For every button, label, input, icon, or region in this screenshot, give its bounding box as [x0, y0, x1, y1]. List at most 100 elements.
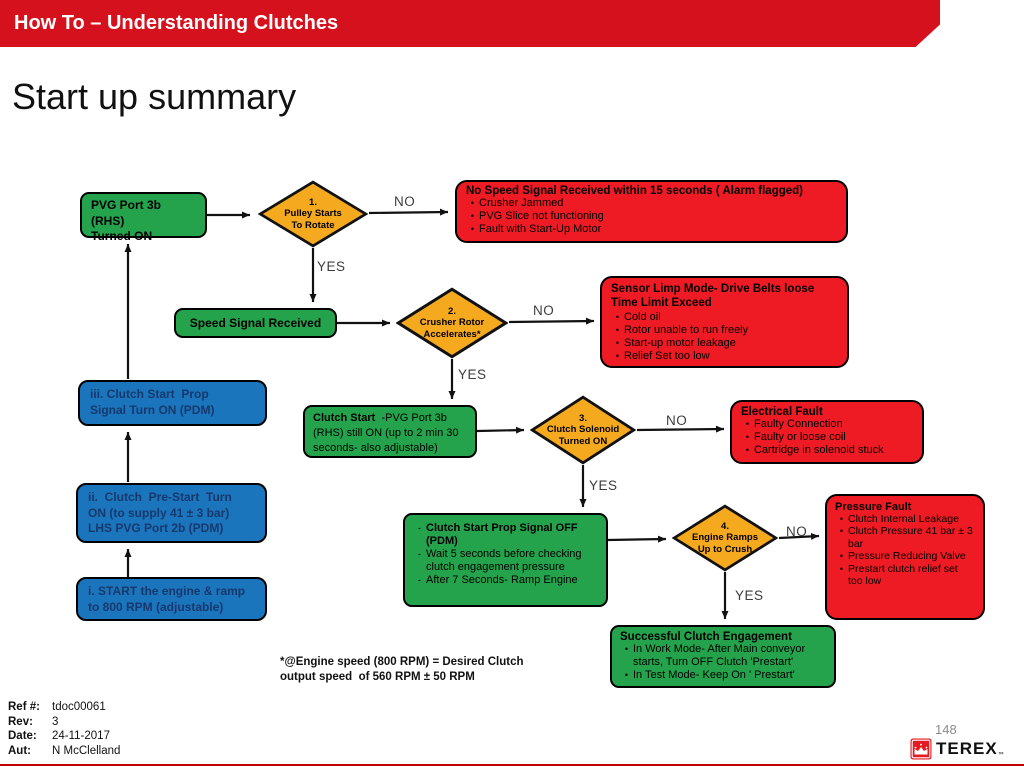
bullet-icon: •: [470, 223, 475, 234]
terex-logo-text: TEREX: [936, 739, 998, 758]
rev-row: Rev: 3: [8, 716, 120, 730]
box-bullet: •In Test Mode- Keep On ' Prestart': [620, 669, 826, 682]
decision-engine-ramps: 4. Engine Ramps Up to Crush: [672, 504, 778, 572]
fault-box-electrical-fault: Electrical Fault •Faulty Connection •Fau…: [730, 400, 924, 464]
bullet-icon: •: [470, 210, 475, 221]
bullet-icon: •: [839, 526, 844, 537]
fault-box-no-speed-signal: No Speed Signal Received within 15 secon…: [455, 180, 848, 243]
decision-number: 1.: [309, 197, 317, 209]
box-bullet: -Wait 5 seconds before checking clutch e…: [413, 548, 598, 574]
fault-bullet: •Prestart clutch relief set too low: [835, 563, 975, 588]
box-line: ii. Clutch Pre-Start Turn: [88, 490, 232, 504]
decision-line: Up to Crush: [697, 543, 753, 555]
fault-bullet: •Faulty or loose coil: [741, 431, 913, 444]
bullet-icon: •: [745, 444, 750, 455]
box-label: Speed Signal Received: [189, 316, 322, 330]
fault-bullet: •PVG Slice not functioning: [466, 210, 837, 223]
decision-pulley-starts: 1. Pulley Starts To Rotate: [258, 180, 368, 248]
fault-bullet: •Clutch Pressure 41 bar ± 3 bar: [835, 525, 975, 550]
terex-trademark: ™: [997, 752, 1004, 758]
no-label-2: NO: [533, 303, 555, 318]
bullet-icon: •: [839, 514, 844, 524]
fault-bullet: •Faulty Connection: [741, 418, 913, 431]
yes-label-3: YES: [589, 478, 618, 493]
ref-row: Ref #: tdoc00061: [8, 701, 120, 715]
box-line: Turned ON: [91, 229, 153, 244]
bullet-icon: •: [615, 324, 620, 335]
reference-block: Ref #: tdoc00061 Rev: 3 Date: 24-11-2017…: [8, 701, 120, 759]
fault-bullet: •Pressure Reducing Valve: [835, 550, 975, 562]
bullet-icon: •: [615, 350, 620, 361]
box-title: Successful Clutch Engagement: [620, 631, 792, 643]
bullet-icon: -: [418, 574, 421, 585]
bullet-icon: •: [839, 563, 844, 574]
diamond-shape: [258, 180, 368, 248]
box-line: PVG Port 3b (RHS): [91, 198, 165, 228]
no-label-3: NO: [666, 413, 688, 428]
fault-title: No Speed Signal Received within 15 secon…: [466, 185, 803, 197]
no-label-4: NO: [786, 524, 808, 539]
bullet-icon: •: [745, 431, 750, 442]
fault-bullet: •Cold oil: [611, 311, 838, 324]
ref-label: Ref #:: [8, 701, 40, 713]
decision-line: Clutch Solenoid: [546, 424, 620, 436]
fault-bullet: •Crusher Jammed: [466, 197, 837, 210]
bullet-icon: •: [624, 669, 629, 680]
terex-logo: TEREX ™: [910, 738, 1004, 760]
decision-line: Pulley Starts: [284, 208, 342, 220]
yes-label-2: YES: [458, 367, 487, 382]
fault-bullet: •Fault with Start-Up Motor: [466, 223, 837, 236]
bullet-icon: •: [615, 311, 620, 322]
flow-box-successful-engagement: Successful Clutch Engagement •In Work Mo…: [610, 625, 836, 688]
diamond-shape: [530, 395, 636, 465]
box-line: iii. Clutch Start Prop: [90, 387, 209, 401]
flow-box-clutch-start: Clutch Start -PVG Port 3b (RHS) still ON…: [303, 405, 477, 458]
page-title: Start up summary: [12, 76, 297, 117]
decision-line: Turned ON: [558, 435, 608, 447]
box-bullet: -Clutch Start Prop Signal OFF (PDM): [413, 522, 598, 548]
box-text: -PVG Port 3b (RHS) still ON (up to 2 min…: [313, 412, 462, 454]
bullet-icon: •: [624, 644, 629, 654]
date-row: Date: 24-11-2017: [8, 730, 120, 744]
box-line: Signal Turn ON (PDM): [90, 402, 215, 417]
decision-number: 2.: [448, 306, 456, 318]
decision-line: Crusher Rotor: [419, 317, 485, 329]
diamond-shape: [396, 287, 508, 359]
box-bullet: -After 7 Seconds- Ramp Engine: [413, 574, 598, 587]
decision-line: To Rotate: [291, 219, 335, 231]
decision-number: 3.: [579, 413, 587, 425]
flow-box-clutch-prestart-on: ii. Clutch Pre-Start Turn ON (to supply …: [76, 483, 267, 543]
fault-bullet: •Start-up motor leakage: [611, 337, 838, 350]
decision-number: 4.: [721, 521, 729, 533]
aut-value: N McClelland: [52, 744, 121, 757]
footnote: *@Engine speed (800 RPM) = Desired Clutc…: [280, 655, 524, 685]
terex-crown-icon: [910, 738, 932, 760]
flow-box-pvg-port-on: PVG Port 3b (RHS) Turned ON: [80, 192, 207, 243]
fault-bullet: •Relief Set too low: [611, 350, 838, 363]
box-text-bold: Clutch Start: [313, 412, 376, 424]
rev-label: Rev:: [8, 715, 33, 728]
fault-bullet: •Clutch Internal Leakage: [835, 513, 975, 525]
decision-line: Engine Ramps: [692, 532, 758, 544]
date-value: 24-11-2017: [52, 730, 110, 743]
footnote-line: *@Engine speed (800 RPM) = Desired Clutc…: [280, 656, 524, 668]
decision-clutch-solenoid: 3. Clutch Solenoid Turned ON: [530, 395, 636, 465]
box-bullet: •In Work Mode- After Main conveyor start…: [620, 643, 826, 669]
header-bar: [0, 0, 940, 47]
decision-line: Accelerates*: [423, 328, 481, 340]
flow-box-clutch-start-prop-off: -Clutch Start Prop Signal OFF (PDM) -Wai…: [403, 513, 608, 607]
box-line: LHS PVG Port 2b (PDM): [88, 521, 224, 536]
bullet-icon: •: [615, 337, 620, 348]
date-label: Date:: [8, 730, 37, 743]
box-line: to 800 RPM (adjustable): [88, 599, 224, 614]
box-line: i. START the engine & ramp: [88, 584, 246, 598]
fault-title: Electrical Fault: [741, 406, 823, 418]
fault-bullet: •Cartridge in solenoid stuck: [741, 444, 913, 457]
fault-box-sensor-limp-mode: Sensor Limp Mode- Drive Belts loose Time…: [600, 276, 849, 368]
yes-label-4: YES: [735, 588, 764, 603]
fault-title: Pressure Fault: [835, 501, 912, 513]
bullet-icon: •: [839, 551, 844, 562]
aut-label: Aut:: [8, 744, 31, 757]
header-title: How To – Understanding Clutches: [14, 12, 339, 34]
